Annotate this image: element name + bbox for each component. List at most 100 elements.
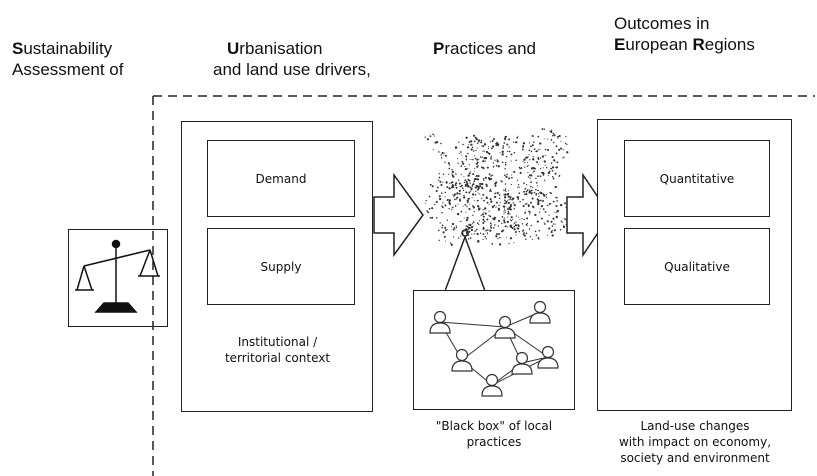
map-dot [531,134,534,138]
map-dot [486,197,488,199]
map-dot [519,171,522,175]
map-dot [519,219,521,221]
map-dot [523,232,525,234]
map-dot [496,160,499,163]
map-dot [444,191,447,194]
map-dot [494,195,497,199]
map-dot [455,186,458,189]
map-dot [446,198,449,201]
outcomes-caption: Land-use changes with impact on economy,… [618,419,772,465]
map-dot [455,228,457,230]
map-dot [506,192,510,196]
map-dot [441,211,443,214]
map-dot [510,199,512,201]
map-dot [489,136,491,138]
map-dot [501,153,504,156]
map-dot [442,206,444,209]
map-dot [537,175,539,178]
map-dot [555,204,558,208]
map-dot [554,172,557,175]
map-dot [467,201,469,203]
map-dot [493,204,496,207]
map-dot [548,202,551,205]
map-dot [425,200,427,202]
map-dot [469,237,472,239]
map-dot [467,179,470,181]
map-dot [532,166,535,170]
map-dot [531,238,534,240]
map-dot [509,224,512,228]
map-dot [504,135,507,138]
map-dot [538,211,541,213]
map-dot [534,230,537,233]
map-dot [537,202,540,206]
map-dot [491,146,493,148]
person-icon [451,348,473,372]
map-dot [438,176,441,179]
map-dot [438,151,440,153]
map-dot [455,182,458,185]
map-dot [532,172,534,174]
map-dot [466,216,469,220]
map-dot [471,233,473,235]
map-dot [496,141,498,144]
map-dot [515,159,517,161]
map-dot [503,217,505,219]
map-dot [468,172,471,175]
map-dot [467,185,470,188]
map-dot [446,219,449,221]
map-dot [445,181,448,184]
map-dot [437,187,439,189]
supply-label: Supply [260,260,302,274]
map-dot [500,180,502,182]
map-dot [465,180,468,184]
map-dot [448,202,452,205]
map-dot [549,130,551,132]
map-dot [496,144,499,147]
map-dot [482,160,485,163]
map-dot [554,223,556,225]
map-dot [481,156,483,158]
map-dot [535,192,537,195]
map-dot [451,186,454,189]
map-dot [451,222,455,226]
map-dot [533,191,536,194]
map-dot [495,233,498,235]
map-dot [543,194,546,197]
scales-icon [75,239,160,313]
map-dot [433,203,436,206]
map-dot [556,209,559,213]
map-dot [505,175,508,178]
map-dot [537,135,540,138]
map-dot [536,185,538,187]
map-dot [462,162,465,165]
map-dot [536,189,538,192]
map-dot [440,157,443,159]
map-dot [442,231,445,234]
map-dot [488,173,491,176]
map-dot [465,240,468,243]
map-dot [532,156,534,158]
map-dot [447,229,449,231]
map-dot [443,154,445,156]
map-dot [456,212,460,216]
map-dot [534,150,536,152]
map-dot [472,173,475,176]
map-dot [510,208,512,211]
demand-label: Demand [255,172,307,186]
map-dot [523,193,526,195]
map-dot [535,188,537,191]
map-dot [557,135,559,138]
map-dot [523,218,525,221]
map-dot [540,217,543,220]
map-dot [498,194,501,196]
map-dot [444,152,446,154]
map-dot [565,206,568,209]
map-dot [495,164,498,167]
map-dot [527,171,529,173]
map-dot [467,228,469,230]
map-dot [443,235,446,238]
map-dot [472,225,474,227]
europe-map-dots [424,128,569,246]
person-icon [494,315,516,339]
